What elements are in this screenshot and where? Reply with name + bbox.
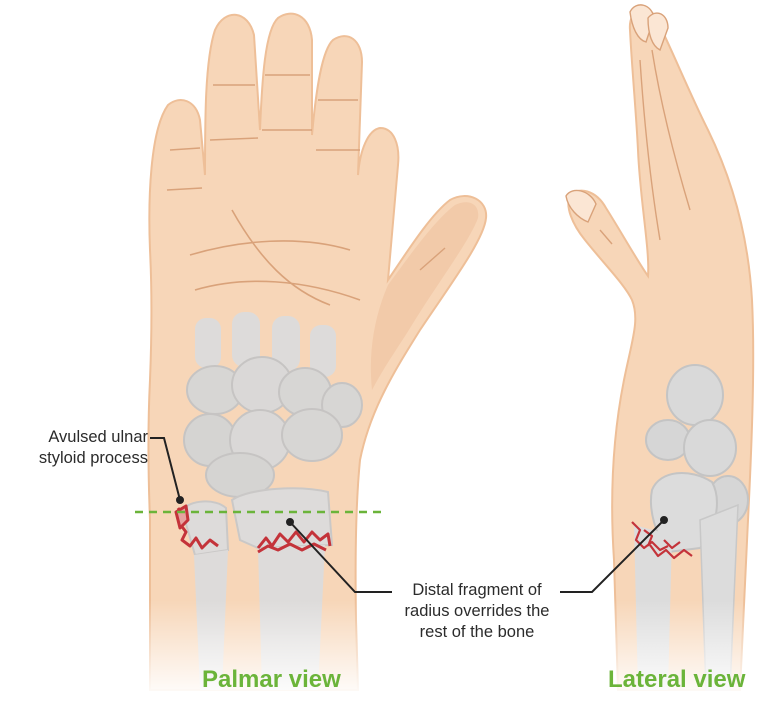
radius-fracture-line-2 xyxy=(257,542,327,554)
finger-crease-middle-2 xyxy=(209,137,259,141)
lateral-fracture-4 xyxy=(663,539,681,550)
lateral-view-title: Lateral view xyxy=(608,666,746,693)
lateral-thumb-crease xyxy=(599,229,613,245)
leader-distal-palmar-dot xyxy=(286,518,294,526)
palm-crease-1 xyxy=(189,240,351,256)
finger-nail xyxy=(647,12,669,51)
radius-fracture-line xyxy=(256,530,332,549)
palm-crease-2 xyxy=(194,280,361,301)
lateral-fractures xyxy=(631,521,693,560)
label-distal-line-2: radius overrides the xyxy=(404,602,550,620)
lateral-carpal-2 xyxy=(645,419,691,461)
label-ulnar-line-2: styloid process xyxy=(38,449,148,467)
lateral-finger-line-1 xyxy=(651,49,691,211)
thumb-nail xyxy=(565,189,597,223)
finger-crease-index-1 xyxy=(169,147,201,151)
leader-lines xyxy=(150,437,668,593)
label-distal-fragment: Distal fragment of radius overrides the … xyxy=(392,580,562,643)
lateral-carpal-3 xyxy=(683,419,737,477)
lateral-finger-line-2 xyxy=(639,59,661,241)
metacarpal-3 xyxy=(272,316,300,371)
leader-distal-lateral xyxy=(560,519,665,593)
palmar-thumb-shade xyxy=(370,202,479,390)
leader-ulnar xyxy=(150,437,181,501)
finger-crease-index-2 xyxy=(166,187,203,191)
leader-distal-palmar xyxy=(289,521,392,593)
metacarpal-2 xyxy=(232,312,260,367)
lateral-carpal-1 xyxy=(666,364,724,426)
lateral-fracture-2 xyxy=(649,544,693,560)
leader-distal-lateral-dot xyxy=(660,516,668,524)
bottom-fade xyxy=(0,600,768,700)
finger-crease-thumb xyxy=(419,247,446,271)
label-distal-line-1: Distal fragment of xyxy=(412,581,542,599)
metacarpal-1 xyxy=(195,318,221,368)
label-ulnar-line-1: Avulsed ulnar xyxy=(48,428,148,446)
label-avulsed-ulnar-styloid: Avulsed ulnar styloid process xyxy=(14,427,148,469)
lateral-fracture-1 xyxy=(631,521,669,552)
carpal-scaphoid xyxy=(281,408,343,462)
leader-ulnar-dot xyxy=(176,496,184,504)
lateral-fracture-3 xyxy=(643,529,654,547)
palmar-view-title: Palmar view xyxy=(202,666,341,693)
palm-crease-3 xyxy=(231,209,331,306)
metacarpal-4 xyxy=(310,325,336,377)
label-distal-line-3: rest of the bone xyxy=(419,623,535,641)
